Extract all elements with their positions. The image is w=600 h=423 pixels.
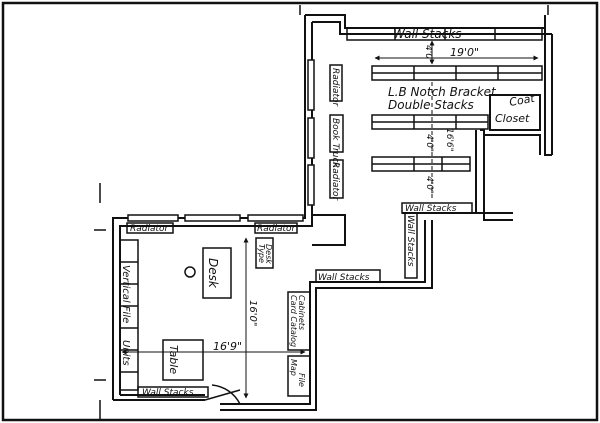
wall-stacks-top-units	[346, 27, 543, 41]
double-stacks-row-2	[371, 114, 489, 130]
label-wall-stacks-vertical: Wall Stacks	[405, 215, 415, 267]
label-card-catalog-1: Card Catalog	[289, 295, 298, 347]
label-vertical-file-1: Vertical File	[120, 265, 131, 323]
radiator-mid-box	[329, 159, 344, 199]
label-radiator-center: Radiator	[257, 224, 297, 234]
label-map-file-1: Map	[289, 359, 298, 376]
dim-gap-3: 4'0"	[424, 176, 434, 194]
double-stacks-row-3	[371, 156, 471, 172]
label-table: Table	[167, 345, 180, 374]
dim-stack-width: 19'0"	[450, 46, 479, 59]
radiator-center-box	[254, 222, 298, 234]
label-coat: Coat	[508, 92, 536, 109]
label-vertical-file-2: Units	[120, 340, 131, 366]
label-desk: Desk	[206, 258, 220, 289]
label-wall-stacks-bottom: Wall Stacks	[142, 388, 194, 398]
label-radiator-mid: Radiator	[330, 162, 340, 202]
dim-gap-2: 4'0"	[424, 134, 434, 152]
type-desk-box	[255, 237, 274, 269]
wall-stacks-lower-box	[315, 269, 381, 283]
dim-room-depth: 16'0"	[247, 300, 258, 326]
label-radiator-left: Radiator	[130, 224, 170, 234]
wall-stacks-bottom-box	[137, 386, 209, 398]
chair	[184, 266, 196, 278]
label-map-file-2: File	[297, 373, 306, 387]
label-double-stacks: Double Stacks	[388, 98, 474, 112]
label-type-desk-2: Desk	[264, 244, 273, 264]
desk-box	[202, 247, 232, 299]
door-swing	[204, 384, 241, 405]
dim-room-width: 16'9"	[213, 340, 242, 353]
label-wall-stacks-mid: Wall Stacks	[405, 204, 457, 214]
book-truck-box	[329, 114, 344, 153]
map-file-box	[287, 355, 311, 397]
dimension-lines	[121, 40, 539, 399]
wall-stacks-mid-box	[401, 202, 473, 214]
table-box	[162, 339, 204, 381]
wall-stubs	[94, 5, 549, 420]
wall-stacks-vertical-box	[404, 212, 418, 279]
label-radiator-upper: Radiator	[330, 68, 340, 108]
double-stacks-row-1	[371, 65, 543, 81]
label-wall-stacks-lower: Wall Stacks	[318, 273, 370, 283]
label-book-truck: Book Truck	[330, 118, 340, 168]
label-type-desk-1: Type	[257, 244, 266, 263]
label-wall-stacks-top: Wall Stacks	[393, 27, 462, 41]
windows	[127, 59, 315, 222]
dim-stack-depth: 16'6"	[444, 128, 454, 152]
label-card-catalog-2: Cabinets	[297, 295, 306, 330]
dim-gap-1: 4'0"	[423, 45, 433, 63]
label-notch-bracket: L.B Notch Bracket	[388, 85, 497, 99]
label-closet: Closet	[495, 112, 530, 125]
radiator-left-box	[126, 222, 174, 234]
vertical-file-units-box	[119, 239, 139, 391]
radiator-upper-box	[329, 64, 343, 102]
